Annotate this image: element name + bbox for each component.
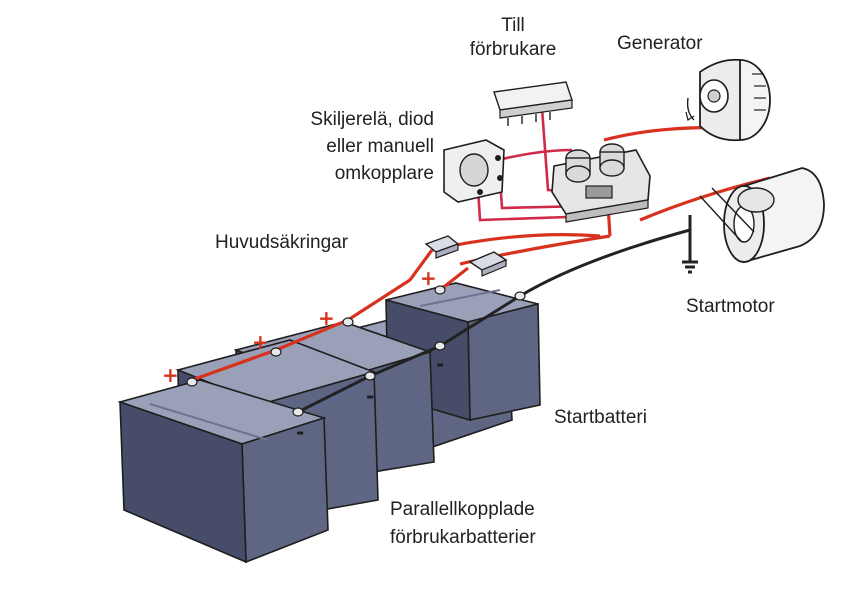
label-till-line-1: Till: [501, 15, 525, 36]
plus-sign-1: +: [162, 363, 179, 387]
label-skiljerela-line-1: Skiljerelä, diod: [310, 109, 434, 130]
label-parallell-line-2: förbrukarbatterier: [390, 527, 536, 548]
label-generator: Generator: [617, 33, 703, 54]
label-parallellkopplade: Parallellkopplade förbrukarbatterier: [390, 496, 536, 552]
label-skiljerela: Skiljerelä, diod eller manuell omkopplar…: [240, 106, 434, 187]
label-skiljerela-line-2: eller manuell: [326, 136, 434, 157]
plus-sign-2: +: [252, 330, 269, 354]
label-till-line-2: förbrukare: [469, 39, 557, 60]
label-till-forbrukare: Till förbrukare: [448, 14, 578, 62]
label-skiljerela-line-3: omkopplare: [334, 163, 434, 184]
isolator-relay: [443, 139, 505, 203]
fuse-1: [424, 235, 460, 259]
label-parallell-line-1: Parallellkopplade: [390, 499, 535, 520]
generator-drawing: [685, 58, 771, 142]
label-huvudsakringar: Huvudsäkringar: [215, 232, 349, 253]
consumer-battery-1: [117, 379, 329, 564]
label-startmotor: Startmotor: [686, 296, 775, 317]
consumer-terminal-block: [493, 81, 573, 126]
plus-sign-3: +: [318, 306, 335, 330]
minus-sign-3: -: [436, 352, 445, 376]
starter-motor-drawing: [699, 167, 825, 264]
terminal-posts: [186, 285, 526, 417]
label-startbatteri: Startbatteri: [554, 407, 647, 428]
minus-sign-2: -: [366, 384, 375, 408]
negative-cables: [297, 215, 698, 414]
switch-block: [551, 143, 651, 223]
main-fuses: [424, 235, 508, 277]
fuse-2: [468, 251, 508, 277]
plus-sign-4: +: [420, 266, 437, 290]
minus-sign-1: -: [296, 420, 305, 444]
